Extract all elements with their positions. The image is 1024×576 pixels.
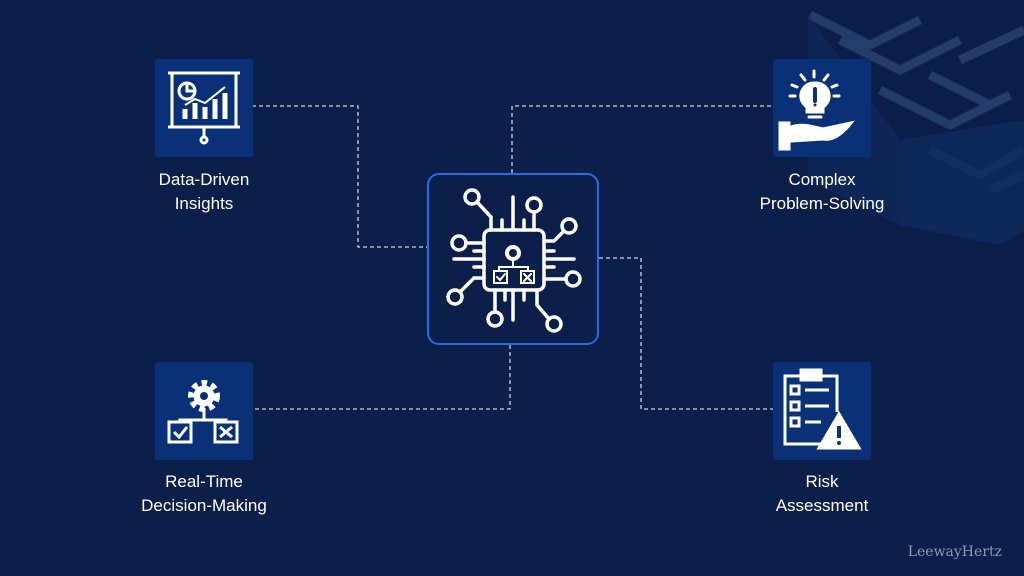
label-line: Decision-Making (141, 496, 267, 515)
ai-chip-node (427, 173, 599, 345)
presentation-chart-icon (168, 71, 240, 145)
label-line: Data-Driven (158, 170, 250, 189)
label-line: Risk (805, 472, 839, 491)
data-driven-insights-node (155, 59, 253, 157)
label-line: Insights (174, 194, 234, 213)
label-line: Assessment (775, 496, 869, 515)
risk-assessment-node (773, 362, 871, 460)
complex-problem-solving-node (773, 59, 871, 157)
gear-decision-icon (167, 380, 239, 444)
ai-chip-icon (446, 188, 582, 333)
real-time-decision-making-node (155, 362, 253, 460)
label-line: Complex (788, 170, 856, 189)
lightbulb-hand-icon (778, 69, 855, 151)
clipboard-warning-icon (783, 368, 862, 450)
brand-logo: LeewayHertz (907, 544, 1002, 560)
label-line: Problem-Solving (759, 194, 885, 213)
label-line: Real-Time (165, 472, 243, 491)
